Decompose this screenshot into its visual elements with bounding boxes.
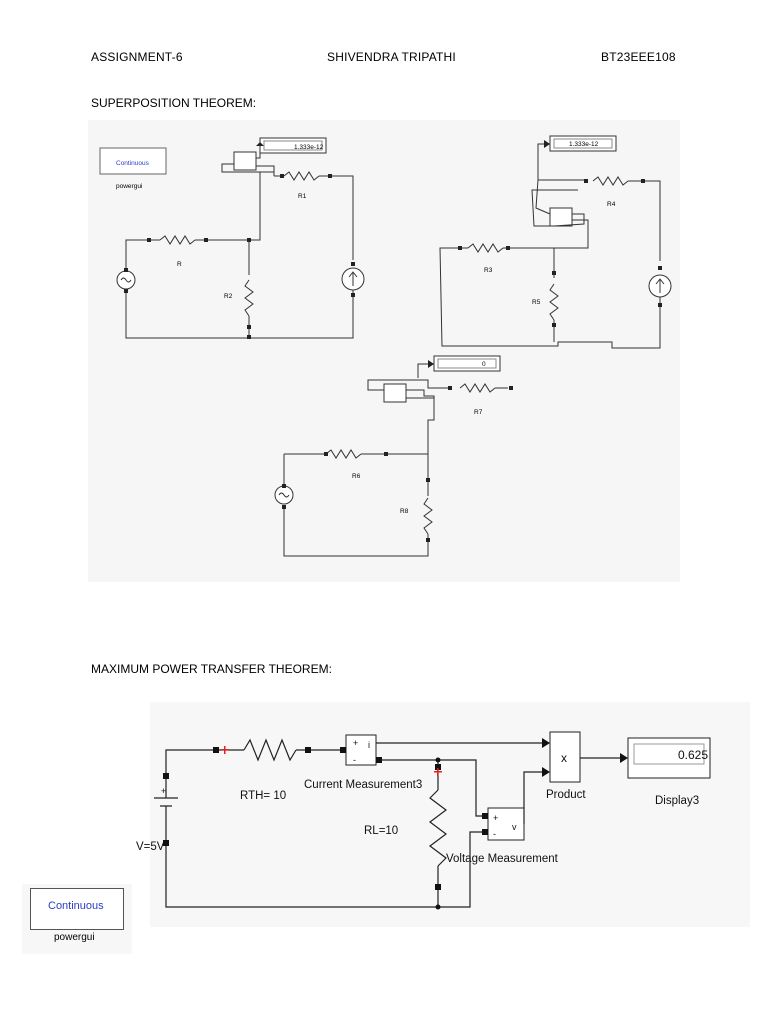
- powergui-label-bottom: powergui: [54, 932, 95, 943]
- label-r8: R8: [400, 508, 409, 515]
- display-value-1: 1.333e-12: [294, 144, 324, 151]
- cm-plus: +: [353, 738, 358, 748]
- vm-plus: +: [493, 813, 498, 823]
- product-symbol: x: [561, 751, 567, 765]
- resistor-r6: [325, 449, 362, 459]
- resistor-r8: [423, 497, 433, 535]
- resistor-rl: [429, 789, 447, 867]
- source-label: V=5V: [136, 841, 165, 853]
- resistor-r3: [467, 243, 504, 253]
- resistor-r2: [244, 279, 254, 317]
- label-r3: R3: [484, 267, 493, 274]
- current-measurement-2: [549, 207, 573, 227]
- product-block: [549, 731, 581, 783]
- label-r7: R7: [474, 409, 483, 416]
- vm-minus: -: [493, 829, 496, 839]
- powergui-label: powergui: [116, 183, 142, 190]
- max-power-heading: MAXIMUM POWER TRANSFER THEOREM:: [91, 662, 332, 676]
- current-measurement-1: [233, 151, 257, 171]
- cm-minus: -: [353, 755, 356, 765]
- rth-label: RTH= 10: [240, 790, 286, 802]
- powergui-mode-bottom: Continuous: [48, 900, 104, 912]
- ac-source-3: [274, 485, 294, 505]
- label-r2: R2: [224, 293, 233, 300]
- product-label: Product: [546, 789, 586, 801]
- rl-label: RL=10: [364, 825, 398, 837]
- superposition-heading: SUPERPOSITION THEOREM:: [91, 96, 257, 110]
- current-measurement-block: [345, 734, 377, 766]
- current-source-2: [648, 274, 672, 298]
- current-source-1: [341, 267, 365, 291]
- label-r5: R5: [532, 299, 541, 306]
- battery-plus: +: [161, 786, 166, 796]
- display3-label: Display3: [655, 795, 699, 807]
- powergui-mode-label: Continuous: [116, 160, 150, 167]
- cm-port-i: i: [368, 740, 370, 750]
- author-name: SHIVENDRA TRIPATHI: [327, 50, 456, 64]
- max-power-diagram: + - i + - v x 0.625 + RTH= 10 Current Me…: [136, 702, 750, 927]
- display-value-3: 0: [482, 361, 486, 368]
- resistor-rth: [243, 738, 297, 762]
- display3-value: 0.625: [678, 748, 708, 762]
- assignment-title: ASSIGNMENT-6: [91, 50, 183, 64]
- label-r1: R1: [298, 193, 307, 200]
- powergui-block-bottom[interactable]: Continuous powergui: [22, 884, 132, 954]
- display-value-2: 1.333e-12: [569, 141, 599, 148]
- display3-block: [627, 737, 711, 779]
- superposition-diagram: Continuous powergui 1.333e-12 R1 R R2 1.…: [88, 120, 680, 582]
- resistor-r: [159, 235, 196, 245]
- resistor-r1: [283, 171, 320, 181]
- dc-voltage-source: [154, 778, 178, 844]
- display-block-3: [433, 355, 501, 372]
- label-r: R: [177, 261, 182, 268]
- vm-port-v: v: [512, 822, 517, 832]
- resistor-r5: [549, 283, 559, 321]
- powergui-block[interactable]: [99, 147, 167, 175]
- current-measurement-label: Current Measurement3: [304, 779, 422, 791]
- resistor-r7: [459, 383, 496, 393]
- display-block-2: [549, 135, 617, 152]
- resistor-r4: [592, 176, 629, 186]
- voltage-measurement-block: [487, 807, 525, 841]
- current-measurement-3: [383, 383, 407, 403]
- voltage-measurement-label: Voltage Measurement: [446, 853, 559, 865]
- label-r4: R4: [607, 201, 616, 208]
- roll-number: BT23EEE108: [601, 50, 676, 64]
- label-r6: R6: [352, 473, 361, 480]
- ac-source-1: [116, 270, 136, 290]
